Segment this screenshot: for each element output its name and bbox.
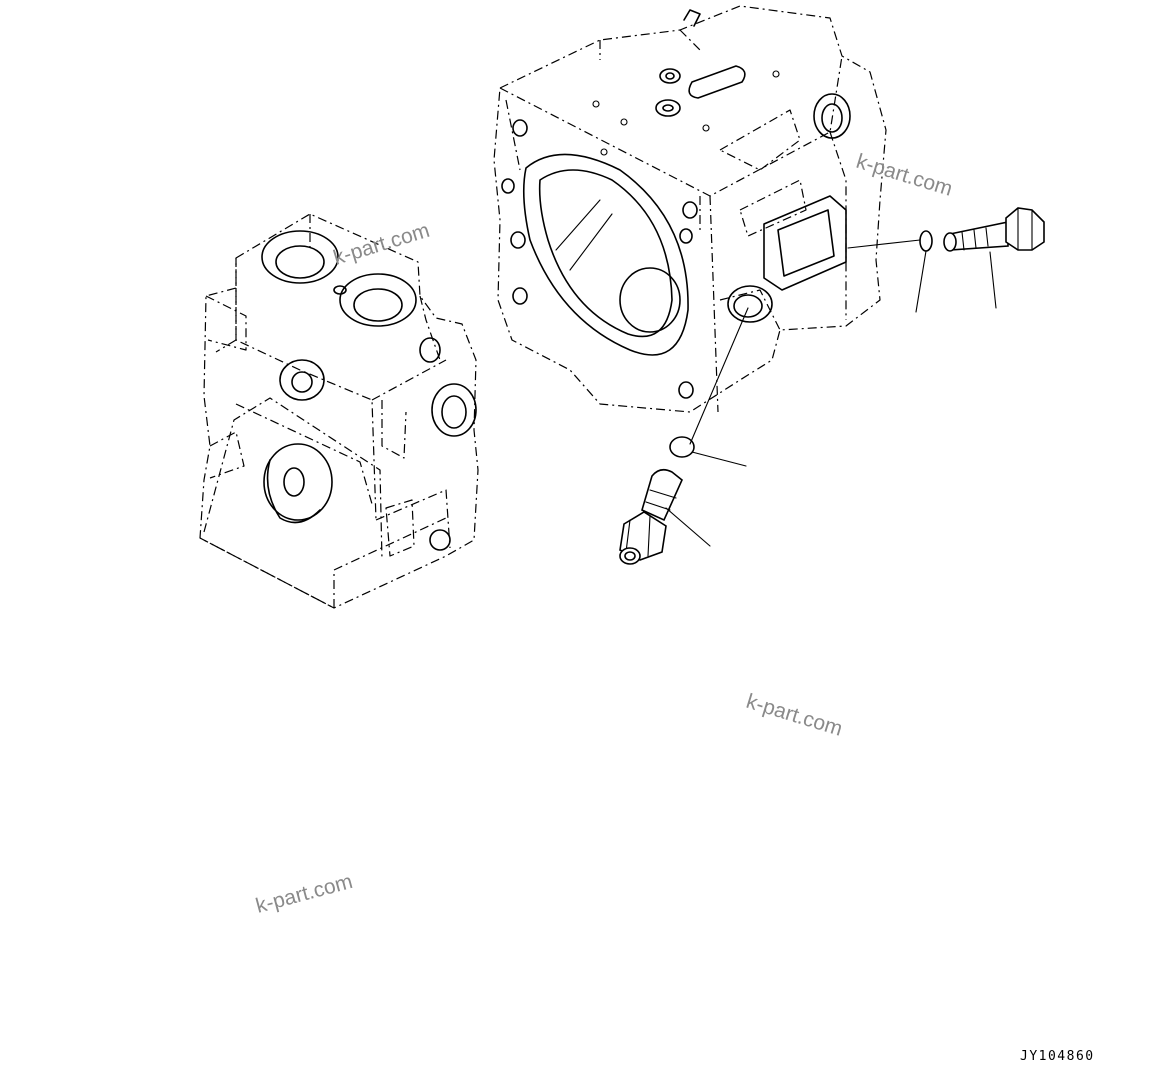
right-pump-housing [493,5,887,413]
o-ring-right [919,230,933,252]
leader-lines [665,239,997,547]
watermark-3: k-part.com [744,690,846,741]
elbow-fitting-right [943,207,1045,252]
watermark-4: k-part.com [253,870,355,918]
drawing-code: JY104860 [1020,1049,1095,1064]
watermark-2: k-part.com [854,150,956,201]
elbow-fitting-lower [619,468,683,565]
left-valve-housing [199,213,479,609]
o-ring-lower [669,436,695,458]
